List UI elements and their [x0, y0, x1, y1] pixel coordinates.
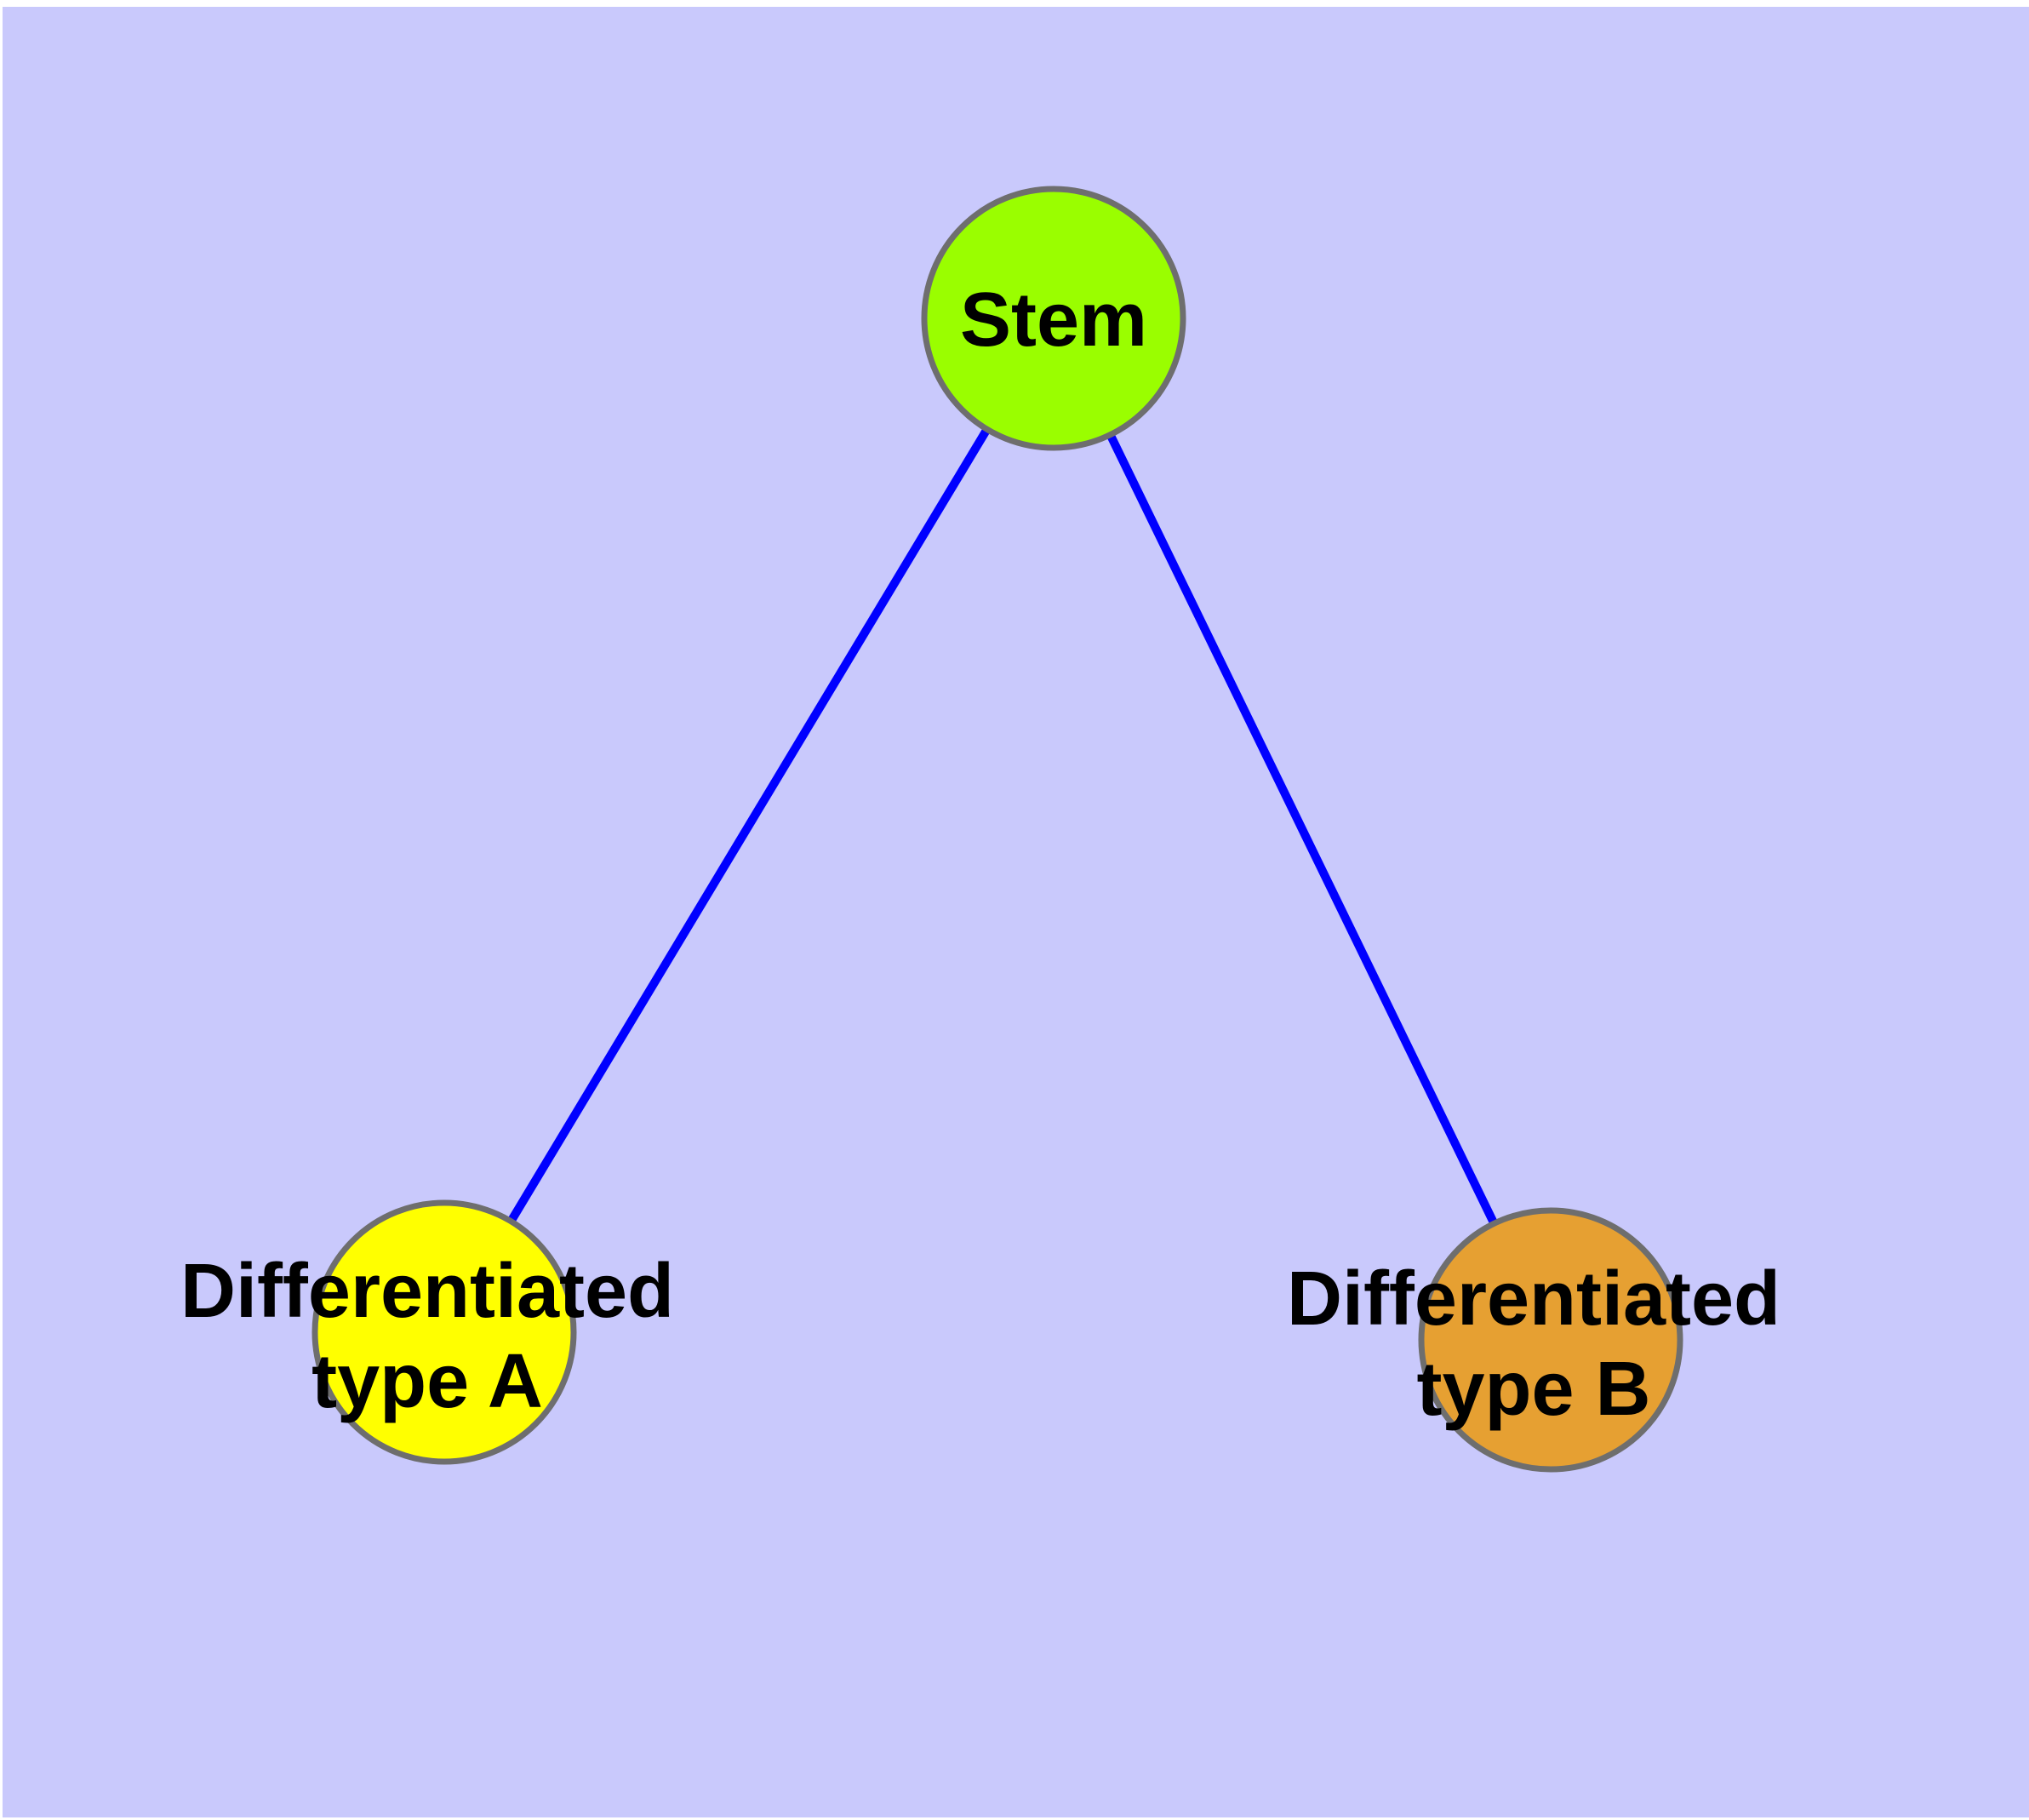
node-stem — [921, 186, 1186, 451]
node-label-stem: Stem — [960, 278, 1147, 363]
node-label-type-a-line1: Differentiated — [180, 1249, 674, 1334]
node-differentiated-type-a — [311, 1199, 577, 1465]
node-label-type-b-line1: Differentiated — [1287, 1256, 1780, 1342]
edge-stem-to-type-b — [1049, 316, 1555, 1342]
node-label-type-a-line2: type A — [311, 1339, 543, 1424]
node-differentiated-type-b — [1418, 1207, 1683, 1473]
edge-stem-to-type-a — [440, 316, 1058, 1335]
node-label-type-b-line2: type B — [1416, 1347, 1650, 1432]
